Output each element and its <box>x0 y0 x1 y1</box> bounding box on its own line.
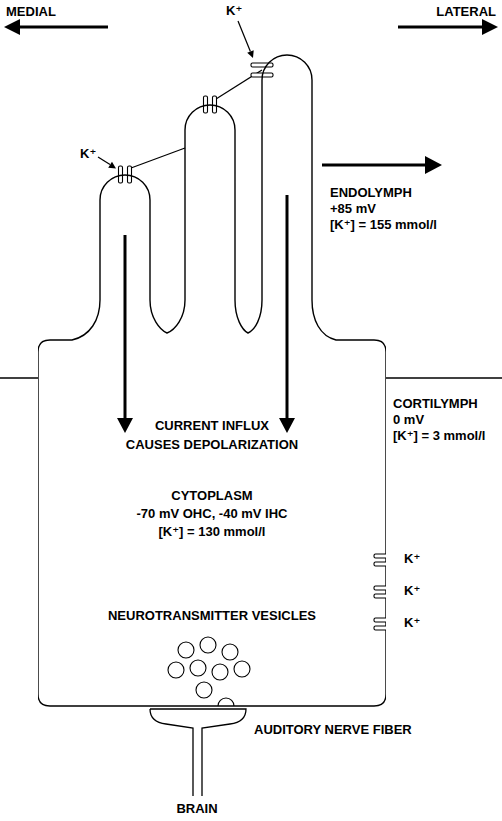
vesicle <box>222 644 238 660</box>
region-label: K⁺ <box>404 551 420 566</box>
vesicle <box>190 660 206 676</box>
cell-text: -70 mV OHC, -40 mV IHC <box>137 506 288 521</box>
arrow-shaft <box>286 195 289 420</box>
channel-half <box>374 626 386 630</box>
channel-half <box>374 594 386 598</box>
region-label: [K⁺] = 3 mmol/l <box>393 428 485 443</box>
vesicle <box>178 642 194 658</box>
region-label: K⁺ <box>404 615 420 630</box>
arrow-head <box>482 19 498 35</box>
arrow-head <box>108 162 116 169</box>
region-label: LATERAL <box>436 4 496 19</box>
nerve-fiber <box>150 709 246 796</box>
region-label: K⁺ <box>404 583 420 598</box>
k-arrow <box>98 157 110 165</box>
lamina-line <box>386 377 502 378</box>
arrow-shaft <box>322 164 426 167</box>
channel-half <box>374 618 386 622</box>
cell-outline <box>38 55 386 706</box>
region-label: K⁺ <box>226 3 242 18</box>
arrow-shaft <box>124 235 127 420</box>
lateral-arrow <box>398 26 482 29</box>
channel-half <box>374 586 386 590</box>
region-label: 0 mV <box>393 412 424 427</box>
vesicle <box>200 637 216 653</box>
k-channels <box>374 554 386 630</box>
region-label: [K⁺] = 155 mmol/l <box>330 217 437 232</box>
channel-half <box>374 562 386 566</box>
region-label: AUDITORY NERVE FIBER <box>254 722 412 737</box>
vesicle <box>212 664 228 680</box>
cell-text: [K⁺] = 130 mmol/l <box>159 524 266 539</box>
tip-link <box>131 148 185 168</box>
channel-half <box>374 554 386 558</box>
transduction-channels <box>119 63 274 183</box>
deflection-arrow <box>322 156 442 174</box>
direction-arrows <box>4 19 498 35</box>
vesicles <box>168 637 250 706</box>
cell-text: NEUROTRANSMITTER VESICLES <box>108 608 316 623</box>
arrow-head <box>279 418 295 433</box>
tip-links <box>131 70 262 168</box>
cell-text: CAUSES DEPOLARIZATION <box>126 437 298 452</box>
region-label: K⁺ <box>80 146 96 161</box>
arrow-head <box>117 418 133 433</box>
vesicle <box>168 662 184 678</box>
arrow-head <box>4 19 20 35</box>
current-arrows <box>117 195 295 433</box>
cell-text: CURRENT INFLUX <box>155 418 269 433</box>
medial-arrow <box>20 26 108 29</box>
channel-half <box>251 63 273 67</box>
arrow-head <box>425 156 442 174</box>
cell-text: CYTOPLASM <box>171 488 252 503</box>
region-label: MEDIAL <box>6 4 56 19</box>
region-label: +85 mV <box>330 201 376 216</box>
k-arrow <box>238 21 250 52</box>
lamina-line <box>0 377 38 378</box>
reticular-lamina <box>0 377 502 378</box>
k-entry-arrows <box>98 21 254 169</box>
region-label: CORTILYMPH <box>393 396 478 411</box>
arrow-head <box>247 50 254 58</box>
vesicle <box>196 682 212 698</box>
vesicle <box>234 661 250 677</box>
region-label: ENDOLYMPH <box>330 185 412 200</box>
region-label: BRAIN <box>176 801 217 816</box>
fusing-vesicle <box>218 698 234 706</box>
